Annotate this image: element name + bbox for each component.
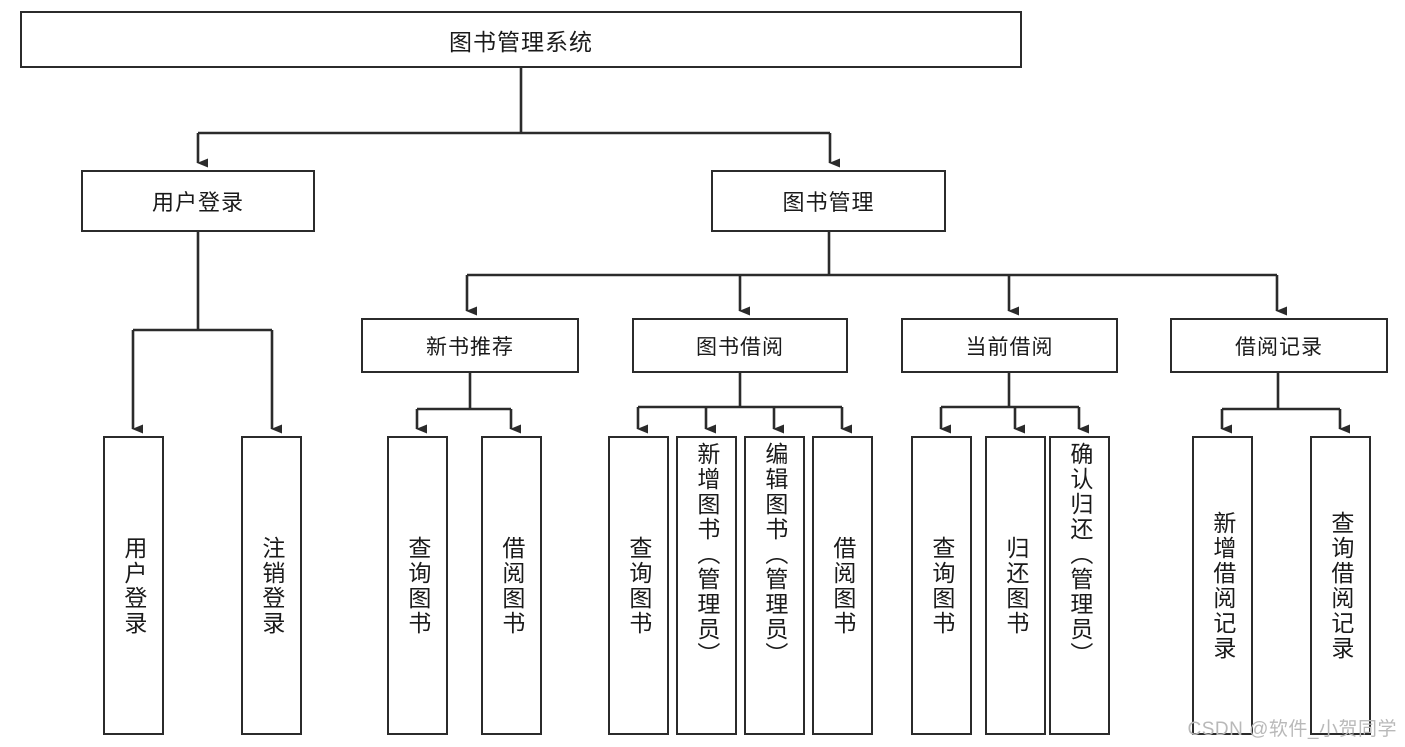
leaf-query-book-2[interactable]: 查询图书 — [608, 436, 669, 735]
node-label: 新书推荐 — [426, 335, 514, 359]
node-label: 借阅记录 — [1235, 335, 1323, 359]
leaf-return-book[interactable]: 归还图书 — [985, 436, 1046, 735]
leaf-query-borrow-record[interactable]: 查询借阅记录 — [1310, 436, 1371, 735]
node-label: 借阅图书 — [829, 535, 856, 636]
leaf-user-login[interactable]: 用户登录 — [103, 436, 164, 735]
node-label: 查询借阅记录 — [1327, 510, 1354, 661]
node-label: 查询图书 — [404, 535, 431, 636]
node-new-book-recommend[interactable]: 新书推荐 — [361, 318, 579, 373]
node-label: 确认归还（管理员） — [1066, 442, 1093, 667]
leaf-user-logout[interactable]: 注销登录 — [241, 436, 302, 735]
leaf-borrow-book-2[interactable]: 借阅图书 — [812, 436, 873, 735]
node-root-system[interactable]: 图书管理系统 — [20, 11, 1022, 68]
node-user-login[interactable]: 用户登录 — [81, 170, 315, 232]
leaf-add-book-admin[interactable]: 新增图书（管理员） — [676, 436, 737, 735]
node-label: 新增借阅记录 — [1209, 510, 1236, 661]
node-label: 图书管理 — [782, 190, 875, 215]
leaf-borrow-book-1[interactable]: 借阅图书 — [481, 436, 542, 735]
node-book-manage[interactable]: 图书管理 — [711, 170, 946, 232]
node-label: 借阅图书 — [498, 535, 525, 636]
leaf-confirm-return-admin[interactable]: 确认归还（管理员） — [1049, 436, 1110, 735]
node-label: 新增图书（管理员） — [693, 442, 720, 667]
node-label: 查询图书 — [625, 535, 652, 636]
watermark-text: CSDN @软件_小贺同学 — [1187, 719, 1397, 740]
node-label: 当前借阅 — [965, 335, 1054, 359]
node-label: 用户登录 — [120, 535, 147, 636]
node-borrow-record[interactable]: 借阅记录 — [1170, 318, 1388, 373]
node-label: 用户登录 — [151, 190, 244, 215]
leaf-edit-book-admin[interactable]: 编辑图书（管理员） — [744, 436, 805, 735]
node-label: 图书管理系统 — [449, 28, 593, 55]
node-label: 归还图书 — [1002, 535, 1029, 636]
node-book-borrow[interactable]: 图书借阅 — [632, 318, 848, 373]
node-label: 查询图书 — [928, 535, 955, 636]
leaf-query-book-3[interactable]: 查询图书 — [911, 436, 972, 735]
leaf-add-borrow-record[interactable]: 新增借阅记录 — [1192, 436, 1253, 735]
node-current-borrow[interactable]: 当前借阅 — [901, 318, 1118, 373]
node-label: 图书借阅 — [696, 335, 784, 359]
node-label: 注销登录 — [258, 535, 285, 636]
leaf-query-book-1[interactable]: 查询图书 — [387, 436, 448, 735]
node-label: 编辑图书（管理员） — [761, 442, 788, 667]
